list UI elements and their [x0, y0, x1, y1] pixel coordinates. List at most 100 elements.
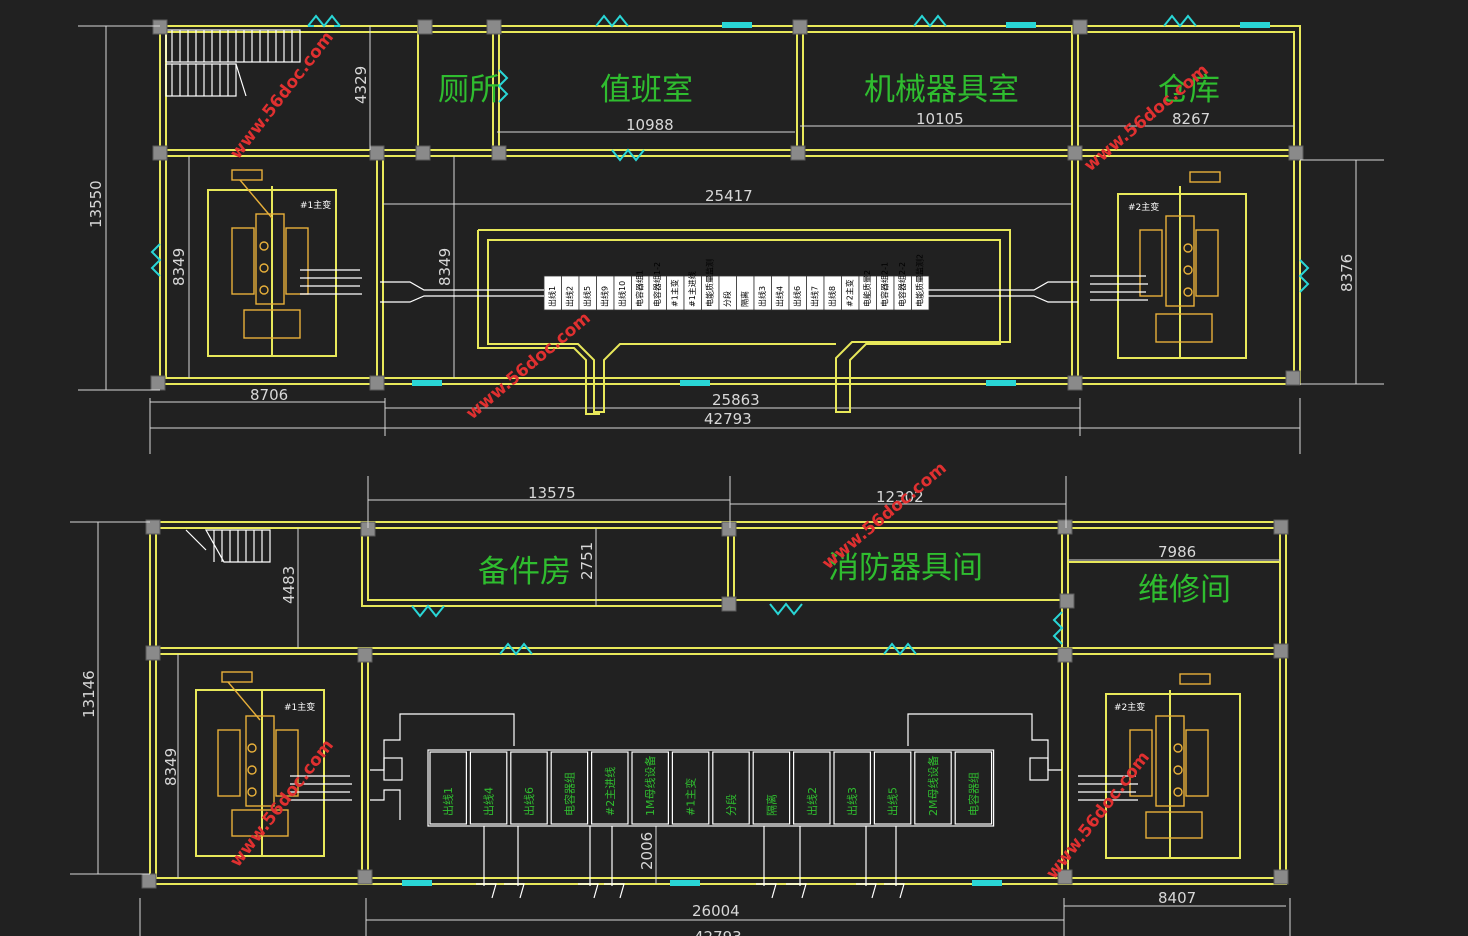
switchgear-panel-label: 1M母线设备 [643, 756, 657, 817]
switchgear-panel-label: 隔离 [764, 794, 778, 816]
columns-1 [150, 19, 1304, 391]
transformer-4-label: #2主变 [1114, 701, 1145, 713]
switchgear-panel [954, 751, 993, 825]
switchgear-panel-label: 出线10 [617, 281, 627, 307]
cable-trench-1 [477, 229, 1011, 415]
transformer-3-label: #1主变 [284, 701, 315, 713]
dim-4483: 4483 [280, 566, 298, 604]
switchgear-panel-label: 分段 [724, 794, 738, 816]
dim-13146: 13146 [80, 670, 98, 718]
switchgear-panel [429, 751, 468, 825]
switchgear-panel-label: 出线4 [775, 286, 785, 307]
switchgear-panel [469, 751, 508, 825]
switchgear-panel-label: 出线6 [522, 787, 536, 816]
switchgear-panel-label: 出线1 [441, 787, 455, 816]
dim-8706: 8706 [250, 386, 288, 404]
transformer-1-left: #1主变 [207, 169, 362, 357]
switchgear-panel-label: 出线2 [565, 286, 575, 307]
switchgear-panel-label: 出线2 [805, 787, 819, 816]
watermark-1: www.56doc.com [226, 28, 338, 163]
switchgear-panel-label: 电容器组2-2 [897, 262, 907, 307]
dim-8376: 8376 [1338, 254, 1356, 292]
switchgear-cabinet [427, 749, 995, 827]
plan-1: 厕所 值班室 机械器具室 仓库 10988 10105 8267 25417 8… [78, 14, 1384, 454]
transformer-4-right: #2主变 [1078, 673, 1241, 859]
switchgear-panel [792, 751, 831, 825]
dim-2751: 2751 [578, 542, 596, 580]
watermark-5: www.56doc.com [226, 736, 338, 871]
dim-2006: 2006 [638, 832, 656, 870]
switchgear-panel-label: 电容器组1 [635, 270, 645, 307]
dim-8267: 8267 [1172, 110, 1210, 128]
dim-12302: 12302 [876, 488, 924, 506]
room-warehouse: 仓库 [1158, 72, 1220, 108]
cable-duct-1 [380, 281, 1078, 303]
switchgear-panel-label: 电容器组 [966, 772, 980, 816]
switchgear-panel-label: 分段 [722, 291, 732, 307]
room-spares: 备件房 [478, 554, 571, 590]
switchgear-panel-label: #2主进线 [603, 767, 617, 816]
plan-2: 备件房 消防器具间 维修间 13575 12302 7986 2751 4483… [70, 476, 1291, 936]
stairs-2 [185, 529, 271, 563]
switchgear-panel-label: 出线1 [547, 286, 557, 307]
dims-1: 10988 10105 8267 25417 8706 25863 42793 … [78, 25, 1384, 454]
watermark-6: www.56doc.com [1042, 748, 1154, 883]
dim-8349-left: 8349 [170, 248, 188, 286]
switchgear-panel [911, 275, 930, 311]
dim-25863: 25863 [712, 391, 760, 409]
room-duty: 值班室 [600, 72, 693, 108]
room-fire-equipment: 消防器具间 [828, 550, 983, 586]
switchgear-panel-label: 出线3 [757, 286, 767, 307]
switchgear-panel [873, 751, 912, 825]
switchgear-panel-label: 出线7 [810, 286, 820, 307]
dims-2: 13575 12302 7986 2751 4483 13146 8349 20… [70, 476, 1291, 936]
cable-duct-2 [370, 713, 1062, 899]
switchgear-panel [510, 751, 548, 825]
dim-8407: 8407 [1158, 889, 1196, 907]
dim-13575: 13575 [528, 484, 576, 502]
dim-8349-mid: 8349 [436, 248, 454, 286]
switchgear-panel-label: 电能质量监测 [705, 259, 715, 307]
dim-8349-bottom: 8349 [162, 748, 180, 786]
windows-2 [402, 880, 1002, 886]
switchgear-panel-label: #1主变 [684, 778, 698, 816]
switchgear-panel-label: 电容器组 [562, 772, 576, 816]
dim-42793-bottom: 42793 [694, 928, 742, 936]
switchgear-panel-label: 出线8 [827, 286, 837, 307]
switchgear-panel-label: 出线5 [886, 787, 900, 816]
room-maintenance: 维修间 [1138, 572, 1231, 608]
room-toilet: 厕所 [438, 72, 500, 108]
switchgear-panel [712, 751, 750, 825]
dim-25417: 25417 [705, 187, 753, 205]
room-tools: 机械器具室 [864, 72, 1019, 108]
switchgear-panel [833, 751, 872, 825]
switchgear-panel [631, 751, 670, 825]
transformer-2-label: #2主变 [1128, 201, 1159, 213]
switchgear-panel [590, 751, 629, 825]
switchgear-panel-label: 2M母线设备 [926, 756, 940, 817]
doors-2 [411, 602, 1064, 656]
stairs-1 [165, 29, 301, 97]
switchgear-panel [752, 751, 791, 825]
switchgear-panel-label: 出线6 [792, 286, 802, 307]
switchgear-panel-label: 电能质量2 [862, 270, 872, 307]
switchgear-panel [914, 751, 952, 825]
windows-1 [412, 22, 1270, 386]
columns-2 [141, 519, 1289, 889]
switchgear-panel [550, 751, 589, 825]
switchgear-panel-label: 出线4 [482, 787, 496, 816]
switchgear-panel-label: #1主变 [670, 279, 680, 307]
transformer-1-label: #1主变 [300, 199, 331, 211]
dim-7986: 7986 [1158, 543, 1196, 561]
switchgear-panel-label: 电能质量监测2 [915, 254, 925, 307]
switchgear-panel-label: 出线9 [600, 286, 610, 307]
dim-10988: 10988 [626, 116, 674, 134]
dim-4329: 4329 [352, 66, 370, 104]
switchgear-panel [671, 751, 710, 825]
dim-42793-top: 42793 [704, 410, 752, 428]
doors-1 [150, 14, 1310, 293]
switchgear-panel-label: 电容器组2-1 [880, 262, 890, 307]
